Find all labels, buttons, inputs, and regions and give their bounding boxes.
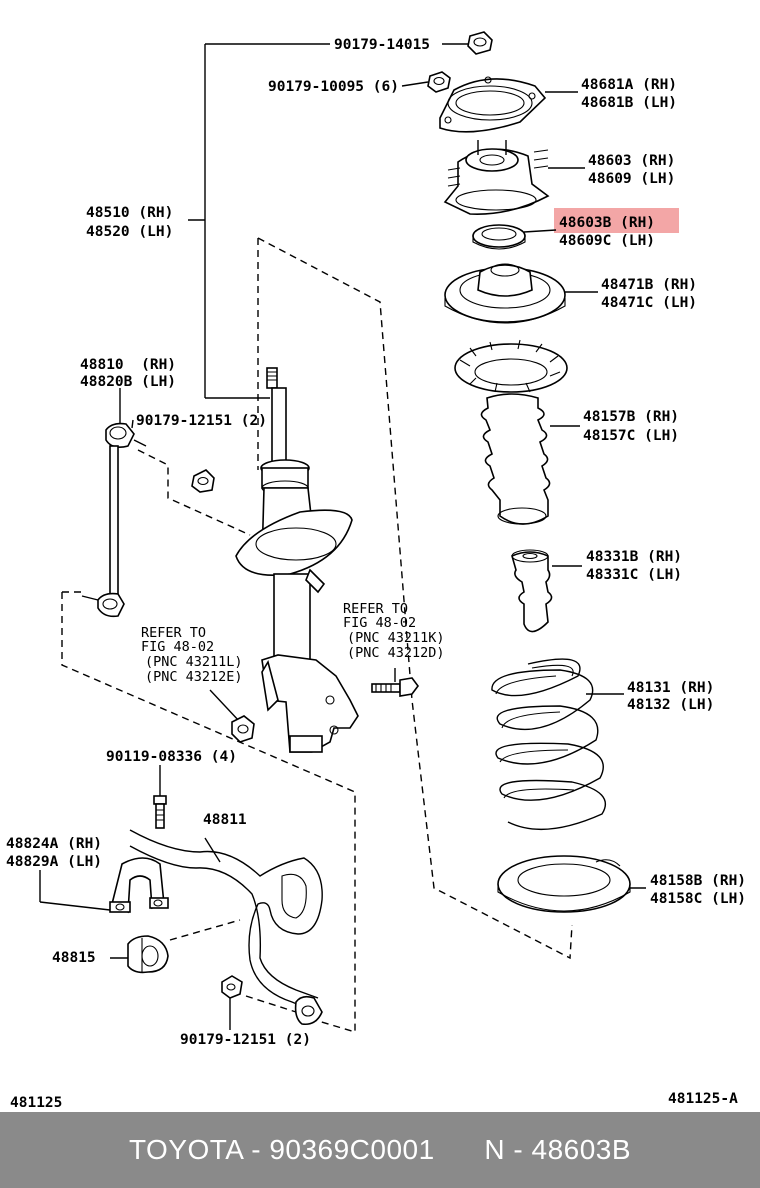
label-bushing: 48815 — [52, 950, 96, 966]
label-bearing-lh: 48609C (LH) — [559, 233, 655, 249]
bar-end-joint — [294, 995, 323, 1026]
label-nut-support: 90179-10095 (6) — [268, 79, 399, 95]
label-bracket-rh: 48824A (RH) — [6, 836, 102, 852]
label-seat-lh: 48471C (LH) — [601, 295, 697, 311]
leader-lines — [39, 43, 646, 1030]
label-nut-link: 90179-12151 (2) — [136, 413, 267, 429]
label-boot-rh: 48157B (RH) — [583, 409, 679, 425]
ref-left-line2: FIG 48-02 — [141, 639, 214, 655]
bottom-nut — [221, 975, 243, 999]
stabilizer-bar — [129, 829, 323, 1013]
label-bumper-lh: 48331C (LH) — [586, 567, 682, 583]
ref-left-line3: (PNC 43211L) — [145, 654, 243, 670]
label-bearing-rh: 48603B (RH) — [559, 215, 655, 231]
coil-spring — [491, 658, 607, 830]
figure-number-right: 481125-A — [668, 1091, 738, 1107]
bump-stopper — [511, 549, 553, 633]
label-insulator-rh: 48158B (RH) — [650, 873, 746, 889]
label-link-lh: 48820B (LH) — [80, 374, 176, 390]
label-stabilizer-bar: 48811 — [203, 812, 247, 828]
footer-caption: TOYOTA - 90369C0001 N - 48603B — [0, 1134, 760, 1166]
ref-right-line3: (PNC 43211K) — [347, 630, 445, 646]
footer-brand-part: TOYOTA - 90369C0001 — [128, 1134, 435, 1165]
stabilizer-bracket — [109, 857, 169, 914]
label-support-rh: 48681A (RH) — [581, 77, 677, 93]
figure-number-left: 481125 — [10, 1095, 62, 1111]
lower-spring-insulator — [497, 855, 631, 913]
ref-right-line4: (PNC 43212D) — [347, 645, 445, 661]
label-strut-lh: 48520 (LH) — [86, 224, 173, 240]
support-nut — [427, 71, 451, 93]
strut-mount — [443, 140, 550, 215]
label-support-lh: 48681B (LH) — [581, 95, 677, 111]
suspension-exploded-diagram: 90179-14015 90179-10095 (6) 48681A (RH) … — [6, 31, 746, 1111]
label-seat-rh: 48471B (RH) — [601, 277, 697, 293]
assembly-dashed-lines — [61, 237, 573, 1033]
footer-bar: TOYOTA - 90369C0001 N - 48603B — [0, 1112, 760, 1188]
dust-boot — [454, 339, 568, 525]
label-insulator-lh: 48158C (LH) — [650, 891, 746, 907]
stabilizer-link — [81, 422, 147, 618]
shock-absorber — [235, 367, 359, 753]
strut-bolt — [371, 677, 419, 697]
ref-right-line1: REFER TO — [343, 601, 408, 617]
footer-ref: N - 48603B — [484, 1134, 632, 1165]
mount-bearing — [472, 224, 526, 250]
label-mount-lh: 48609 (LH) — [588, 171, 675, 187]
ref-left-line1: REFER TO — [141, 625, 206, 641]
bracket-bolt — [153, 795, 167, 829]
label-bumper-rh: 48331B (RH) — [586, 549, 682, 565]
upper-spring-seat — [444, 263, 566, 324]
label-bolt-bracket: 90119-08336 (4) — [106, 749, 237, 765]
label-spring-rh: 48131 (RH) — [627, 680, 714, 696]
label-bracket-lh: 48829A (LH) — [6, 854, 102, 870]
label-spring-lh: 48132 (LH) — [627, 697, 714, 713]
label-mount-rh: 48603 (RH) — [588, 153, 675, 169]
label-nut-bottom: 90179-12151 (2) — [180, 1032, 311, 1048]
label-nut-top: 90179-14015 — [334, 37, 430, 53]
link-nut — [191, 469, 215, 493]
stabilizer-bushing — [127, 935, 169, 974]
label-strut-rh: 48510 (RH) — [86, 205, 173, 221]
label-boot-lh: 48157C (LH) — [583, 428, 679, 444]
top-nut — [467, 31, 493, 55]
part-labels: 90179-14015 90179-10095 (6) 48681A (RH) … — [6, 37, 746, 1111]
ref-right-line2: FIG 48-02 — [343, 615, 416, 631]
label-link-rh: 48810 (RH) — [80, 357, 176, 373]
strut-nut — [231, 715, 255, 743]
suspension-support — [439, 76, 547, 133]
highlighted-part-marker — [554, 208, 679, 233]
ref-left-line4: (PNC 43212E) — [145, 669, 243, 685]
